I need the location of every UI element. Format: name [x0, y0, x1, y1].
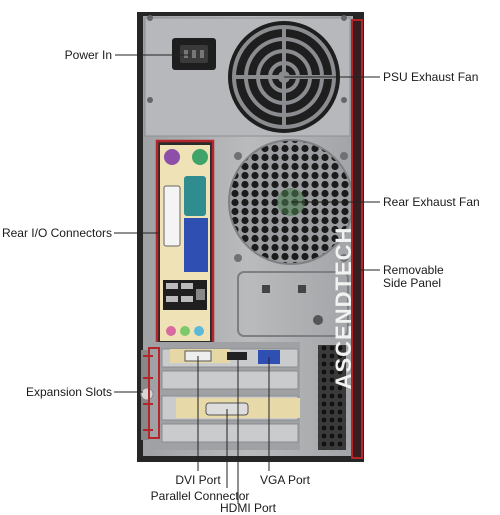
label-parallel-connector: Parallel Connector [150, 489, 250, 503]
label-expansion-slots: Expansion Slots [25, 385, 112, 399]
label-power-in: Power In [64, 48, 112, 62]
label-vga-port: VGA Port [259, 473, 311, 487]
label-psu-exhaust-fan: PSU Exhaust Fan [383, 70, 479, 84]
leader-lines [114, 54, 380, 504]
label-hdmi-port: HDMI Port [219, 501, 276, 515]
label-removable-side-panel-1: Removable [383, 263, 444, 277]
io-panel [155, 139, 215, 346]
label-rear-io-connectors: Rear I/O Connectors [1, 226, 112, 240]
expansion-slot-area [150, 342, 300, 450]
side-panel-edge [351, 19, 363, 459]
label-dvi-port: DVI Port [175, 473, 221, 487]
side-vent [318, 345, 346, 450]
label-rear-exhaust-fan: Rear Exhaust Fan [383, 195, 480, 209]
brand-mark: ASCENDTECH [331, 227, 356, 390]
label-removable-side-panel-2: Side Panel [383, 276, 442, 290]
side-panel-knockout [237, 271, 349, 337]
